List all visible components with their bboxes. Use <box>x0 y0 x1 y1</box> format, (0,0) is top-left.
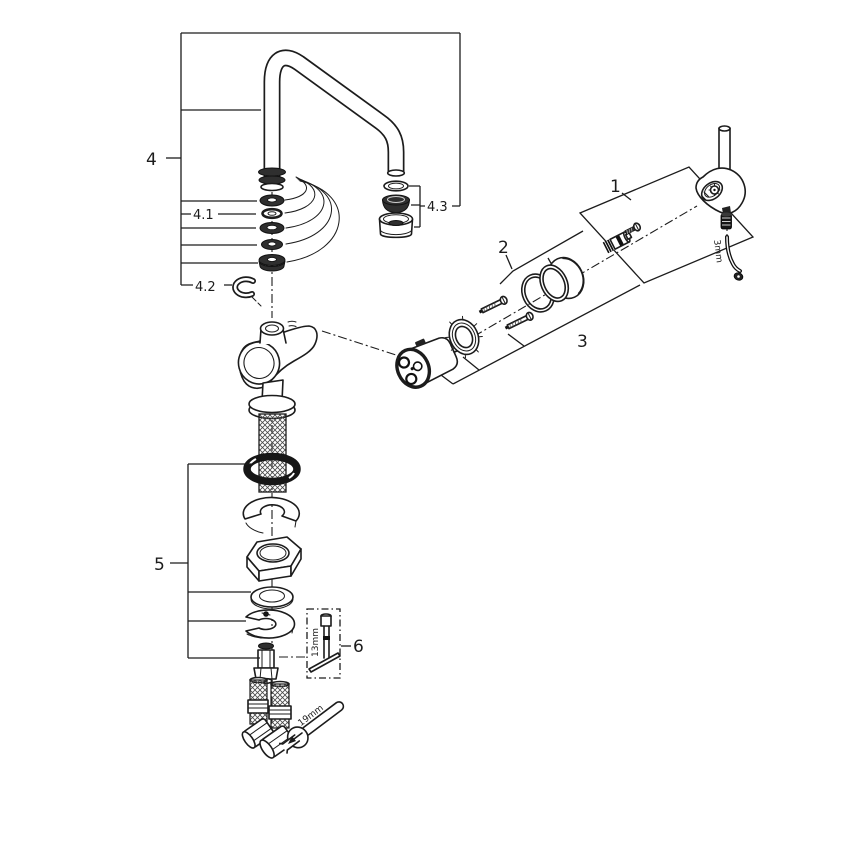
mounting-nut <box>246 536 302 582</box>
socket-size-label: 13mm <box>311 628 321 657</box>
o-ring-4-1 <box>261 207 283 220</box>
faucet-body <box>237 320 318 420</box>
callout-4-bracket <box>166 32 461 286</box>
aerator-insert <box>381 194 411 214</box>
retaining-clip-4-2 <box>232 276 256 299</box>
part-label-3: 3 <box>577 332 588 352</box>
grub-screw <box>720 212 732 230</box>
aerator-washer <box>383 180 409 192</box>
supply-hoses <box>241 676 295 759</box>
cartridge-screw-1 <box>478 295 508 314</box>
bearing-ring-mid <box>259 222 285 234</box>
part-label-4: 4 <box>146 150 157 170</box>
spout-outlet-end <box>386 169 406 177</box>
part-label-5: 5 <box>154 555 165 575</box>
hose-nut-left <box>241 718 275 749</box>
base-flange <box>248 394 296 414</box>
handle-screw <box>624 222 642 235</box>
handle-body <box>695 167 746 215</box>
handle-adapter <box>602 231 633 254</box>
cartridge-screw-2 <box>504 311 534 330</box>
hex-key-size-label: 3mm <box>711 239 724 263</box>
assembly-arcs <box>284 176 340 263</box>
shank-o-ring <box>243 452 301 486</box>
hose-nut-right <box>259 725 295 759</box>
cartridge-retaining-ring <box>445 315 483 359</box>
socket-tool-13mm <box>308 613 341 673</box>
part-label-1: 1 <box>610 177 621 197</box>
part-label-4-1: 4.1 <box>193 208 214 223</box>
part-label-6: 6 <box>353 637 364 657</box>
lever-handle <box>695 125 746 215</box>
callout-5-bracket <box>170 463 260 659</box>
spout-seal-stack <box>232 194 286 299</box>
hex-key-3mm <box>725 235 744 281</box>
mounting-shank <box>243 413 301 493</box>
lever-rod <box>718 127 731 174</box>
flanged-bushing <box>258 254 286 272</box>
mounting-hardware <box>242 496 302 685</box>
bearing-ring-low <box>261 239 283 250</box>
horseshoe-spacer <box>242 496 301 534</box>
part-label-4-2: 4.2 <box>195 280 216 295</box>
base-washer <box>250 586 294 610</box>
bearing-ring-top <box>259 194 285 207</box>
socket-tool-box <box>306 608 351 679</box>
spout-tube <box>258 49 406 192</box>
aerator-assembly <box>378 180 414 239</box>
part-label-4-3: 4.3 <box>427 200 448 215</box>
callout-1-bracket <box>578 166 755 284</box>
horseshoe-clamp <box>245 609 296 639</box>
aerator-housing <box>378 212 414 239</box>
part-label-2: 2 <box>498 238 509 258</box>
dome-cap <box>539 256 585 303</box>
wrench-arrow <box>288 732 303 744</box>
